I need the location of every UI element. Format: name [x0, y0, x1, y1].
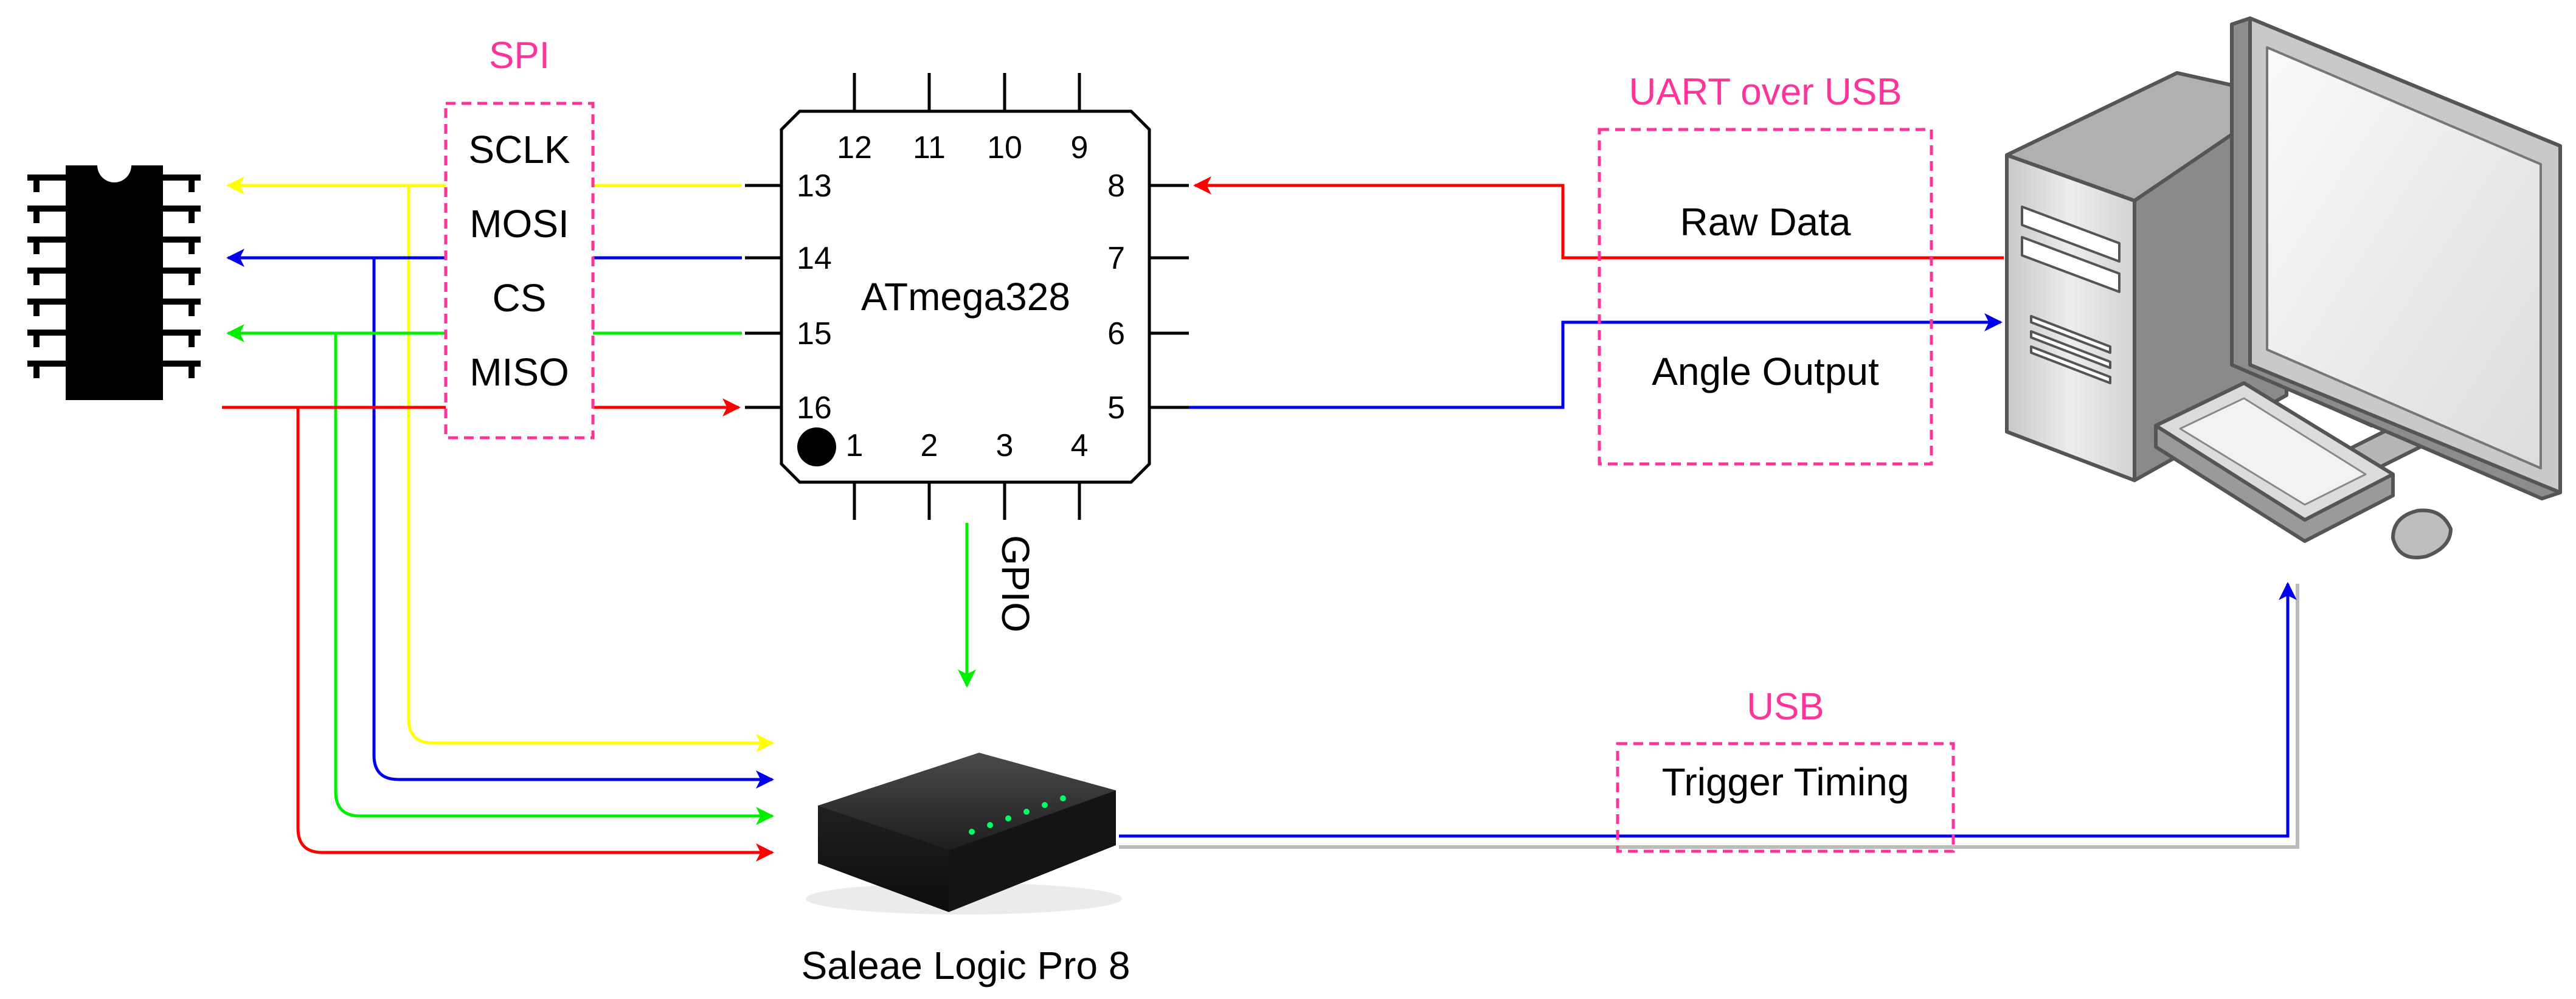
raw-data-label: Raw Data [1680, 200, 1851, 244]
pin-8: 8 [1107, 168, 1125, 204]
pin-11: 11 [913, 130, 946, 165]
pin-1: 1 [846, 428, 864, 463]
spi-signal-sclk: SCLK [468, 128, 570, 171]
analyzer-label: Saleae Logic Pro 8 [802, 944, 1130, 987]
spi-signal-cs: CS [493, 276, 547, 320]
pin-6: 6 [1107, 316, 1125, 351]
pin-4: 4 [1071, 428, 1089, 463]
pin-10: 10 [987, 130, 1022, 165]
pin-12: 12 [837, 130, 872, 165]
usb-group: USB Trigger Timing [1616, 686, 1955, 853]
pin-16: 16 [797, 390, 832, 426]
pin-9: 9 [1071, 130, 1089, 165]
pin-3: 3 [996, 428, 1014, 463]
mcu-chip: ATmega328 12 11 10 9 13 14 15 16 8 7 6 5… [745, 73, 1189, 520]
pin-7: 7 [1107, 241, 1125, 276]
trigger-timing-label: Trigger Timing [1662, 760, 1909, 804]
uart-group: UART over USB Raw Data Angle Output [1598, 71, 1933, 466]
pin-15: 15 [797, 316, 832, 351]
pin-13: 13 [797, 168, 832, 204]
pin-14: 14 [797, 241, 832, 276]
spi-signal-mosi: MOSI [469, 202, 569, 246]
uart-title: UART over USB [1629, 71, 1902, 113]
usb-title: USB [1747, 686, 1824, 728]
ic-chip-icon [27, 165, 201, 400]
uart-link [1189, 176, 2004, 409]
usb-link [1119, 582, 2299, 849]
gpio-label: GPIO [994, 535, 1037, 632]
spi-signal-miso: MISO [469, 350, 569, 394]
angle-output-label: Angle Output [1652, 350, 1879, 393]
spi-group: SPI SCLK MOSI CS MISO [444, 35, 595, 440]
logic-analyzer-icon: Saleae Logic Pro 8 [802, 753, 1130, 987]
spi-title: SPI [489, 35, 550, 77]
mcu-name: ATmega328 [861, 275, 1070, 319]
gpio-link: GPIO [958, 523, 1037, 688]
pin-5: 5 [1107, 390, 1125, 426]
desktop-computer-icon [2005, 16, 2562, 559]
pin-2: 2 [921, 428, 938, 463]
